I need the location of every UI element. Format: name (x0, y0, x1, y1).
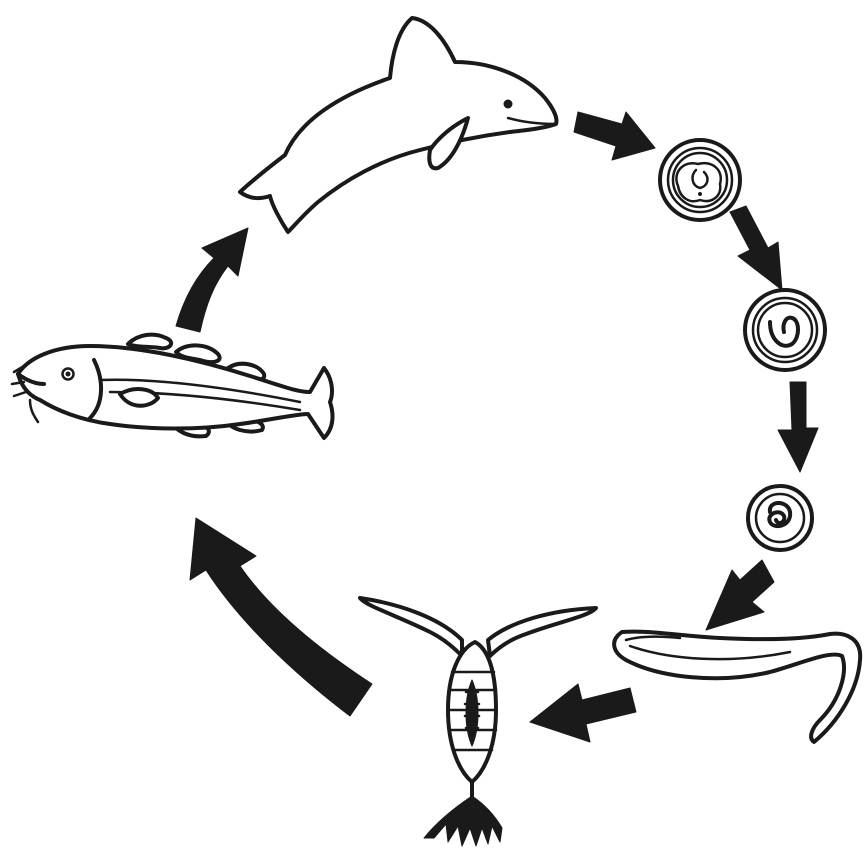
arrow-egg-coiled-to-larva-icon (706, 560, 774, 630)
arrow-larva-to-copepod-icon (530, 684, 636, 742)
arrow-copepod-to-fish-icon (190, 518, 372, 716)
egg-larva-icon (745, 290, 825, 370)
arrow-fish-to-dolphin-icon (176, 228, 248, 332)
arrow-dolphin-to-egg-icon (574, 112, 655, 160)
fish-icon (12, 335, 332, 438)
arrow-egg-embryo-to-egg-larva-icon (730, 206, 782, 290)
larva-icon (614, 632, 860, 742)
dolphin-icon (240, 18, 556, 232)
egg-coiled-icon (748, 486, 812, 550)
egg-embryo-icon (660, 140, 740, 220)
arrow-egg-larva-to-egg-coiled-icon (778, 382, 818, 472)
